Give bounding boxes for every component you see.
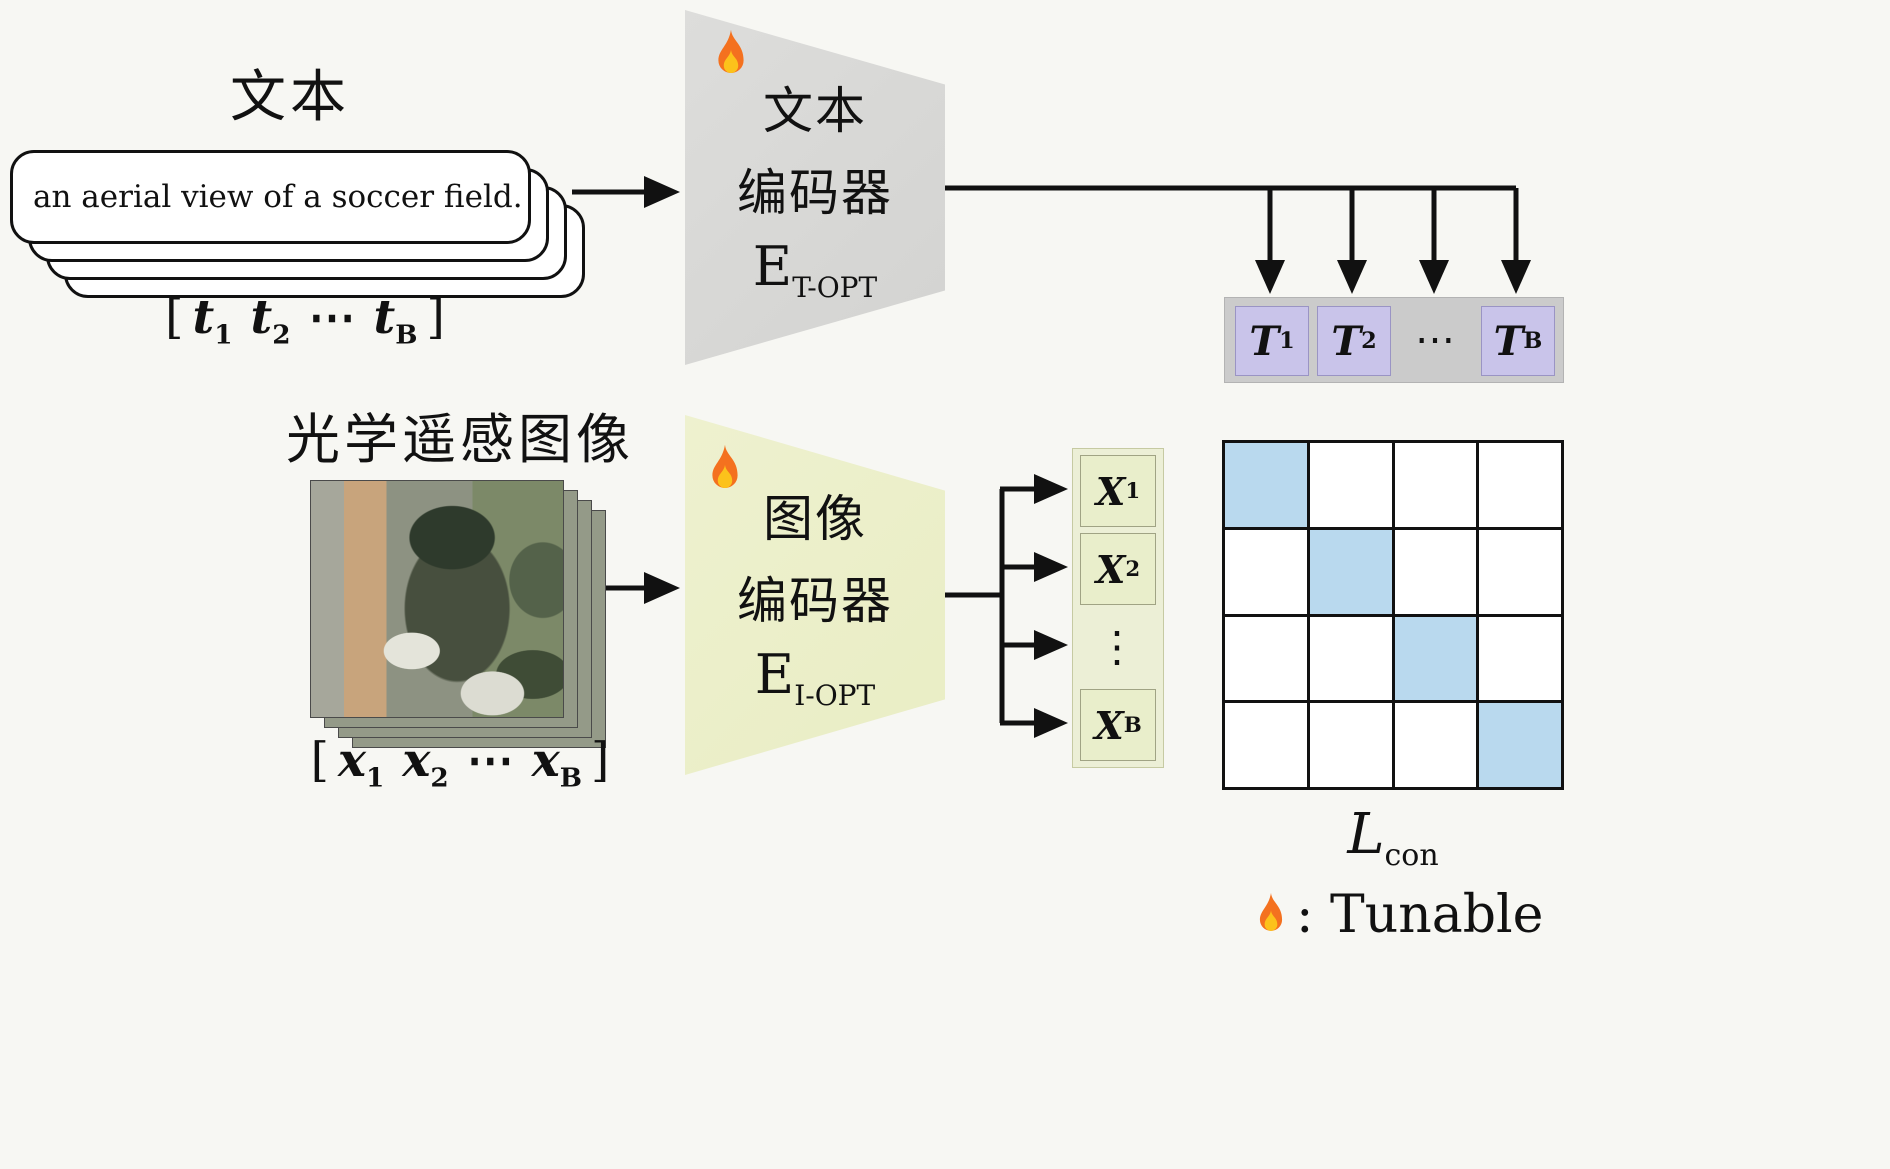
encoder-symbol: ET-OPT — [752, 235, 878, 304]
arrowhead — [1419, 260, 1449, 294]
matrix-cell — [1225, 703, 1307, 787]
ellipsis-vertical: ⋮ — [1096, 621, 1138, 671]
loss-label: Lcon — [1347, 802, 1439, 874]
caption-text: an aerial view of a soccer field. — [33, 179, 523, 215]
ellipsis: ⋯ — [466, 733, 514, 788]
matrix-cell — [1479, 529, 1561, 614]
matrix-cell — [1479, 616, 1561, 701]
arrowhead — [1034, 552, 1068, 582]
matrix-cell — [1394, 443, 1477, 527]
image-encoder: 图像 编码器 EI-OPT — [685, 415, 945, 775]
math-token: xB — [531, 733, 582, 794]
flame-icon — [712, 444, 738, 488]
image-branch-label: 光学遥感图像 — [286, 408, 634, 471]
text-card-stack: an aerial view of a soccer field. — [10, 150, 630, 320]
ellipsis: ⋯ — [1415, 317, 1455, 363]
arrowhead — [1337, 260, 1367, 294]
arrowhead — [1034, 630, 1068, 660]
matrix-cell-match — [1479, 703, 1561, 787]
matrix-cell — [1309, 703, 1392, 787]
matrix-cell — [1225, 529, 1307, 614]
legend-text: : Tunable — [1296, 885, 1544, 945]
arrowhead — [644, 176, 680, 208]
flame-icon — [718, 29, 744, 73]
math-token: x1 — [338, 733, 385, 794]
image-batch-label: [x1 x2 ⋯ xB] — [230, 733, 690, 793]
arrowhead — [1501, 260, 1531, 294]
math-token: x2 — [402, 733, 449, 794]
matrix-cell — [1309, 616, 1392, 701]
similarity-matrix — [1222, 440, 1564, 790]
image-stack — [310, 480, 610, 760]
bracket-open: [ — [310, 733, 330, 788]
tunable-legend: : Tunable — [1252, 885, 1543, 945]
matrix-cell — [1225, 616, 1307, 701]
matrix-cell — [1394, 529, 1477, 614]
arrowhead — [1034, 474, 1068, 504]
matrix-cell-match — [1309, 529, 1392, 614]
flame-icon — [1259, 892, 1283, 931]
matrix-cell — [1479, 443, 1561, 527]
arrowhead — [1034, 708, 1068, 738]
text-branch-label: 文本 — [230, 65, 350, 130]
bracket-close: ] — [426, 290, 445, 345]
matrix-cell — [1394, 703, 1477, 787]
matrix-cell-match — [1394, 616, 1477, 701]
math-token: t1 — [192, 290, 233, 351]
bracket-open: [ — [165, 290, 184, 345]
text-encoder: 文本 编码器 ET-OPT — [685, 10, 945, 365]
encoder-name-line2: 编码器 — [737, 164, 893, 223]
encoder-name-line1: 文本 — [763, 82, 867, 141]
math-token: tB — [373, 290, 418, 351]
ellipsis: ⋯ — [308, 290, 356, 345]
text-card-front: an aerial view of a soccer field. — [10, 150, 531, 244]
arrowhead — [1255, 260, 1285, 294]
encoder-symbol: EI-OPT — [754, 642, 876, 712]
remote-sensing-image-front — [310, 480, 564, 718]
arrowhead — [644, 572, 680, 604]
matrix-cell — [1309, 443, 1392, 527]
encoder-name-line2: 编码器 — [737, 571, 893, 630]
math-token: t2 — [250, 290, 291, 351]
text-batch-label: [t1 t2 ⋯ tB] — [75, 290, 535, 350]
matrix-cell-match — [1225, 443, 1307, 527]
encoder-name-line1: 图像 — [763, 489, 867, 548]
bracket-close: ] — [590, 733, 610, 788]
